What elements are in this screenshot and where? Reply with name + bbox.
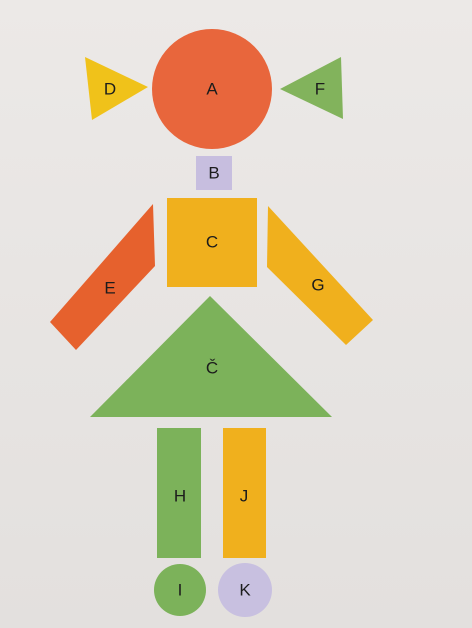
shape-d-triangle (85, 57, 148, 120)
label-f: F (315, 80, 325, 99)
label-b: B (208, 164, 219, 183)
shape-g-arm (267, 206, 373, 345)
shape-f-triangle (280, 57, 343, 119)
label-c-caron: Č (206, 359, 218, 378)
shape-c-square (167, 198, 257, 287)
shape-e-arm (50, 204, 155, 350)
label-k: K (239, 581, 251, 600)
label-a: A (206, 80, 218, 99)
label-i: I (178, 581, 183, 600)
label-d: D (104, 80, 116, 99)
shape-k-circle (218, 563, 272, 617)
label-e: E (104, 279, 115, 298)
shape-c-caron-triangle (90, 296, 332, 417)
shape-j-rectangle (223, 428, 266, 558)
label-h: H (174, 487, 186, 506)
label-c: C (206, 233, 218, 252)
label-j: J (240, 487, 249, 506)
shape-a-circle (152, 29, 272, 149)
label-g: G (311, 276, 324, 295)
shape-b-square (196, 156, 232, 190)
shape-h-rectangle (157, 428, 201, 558)
shape-i-circle (154, 564, 206, 616)
